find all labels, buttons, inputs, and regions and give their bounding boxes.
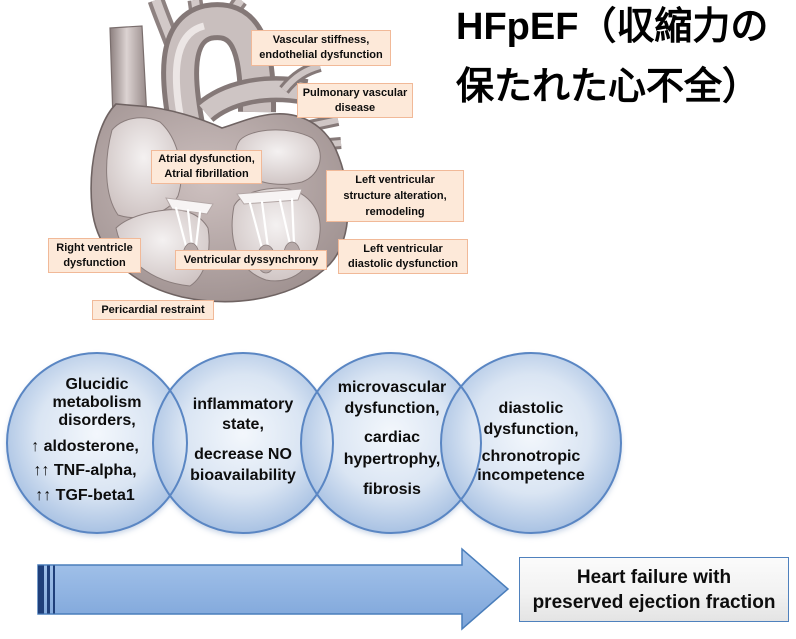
mechanism-circle-outlines xyxy=(6,352,622,534)
label-line: diastolic dysfunction xyxy=(347,257,458,270)
circle-3-text-line: cardiac xyxy=(363,429,421,446)
label-line: Right ventricle xyxy=(56,241,133,254)
circle-3-text-line: hypertrophy, xyxy=(343,451,441,468)
mechanism-circle-1-outline xyxy=(6,352,188,534)
label-line: dysfunction xyxy=(63,256,126,269)
mechanism-diagram xyxy=(6,352,622,631)
label-line: Ventricular dyssynchrony xyxy=(183,253,319,266)
progression-arrow xyxy=(37,547,510,631)
circle-1-text-line: ↑↑ TGF-beta1 xyxy=(35,487,135,504)
label-line: Left ventricular xyxy=(363,242,443,255)
mechanism-circle-1 xyxy=(7,353,187,533)
circle-4-text-line: dysfunction, xyxy=(483,421,579,438)
mechanism-circle-2 xyxy=(153,353,333,533)
circle-1-text-line: ↑↑ TNF-alpha, xyxy=(33,462,137,479)
label-ventricular-dyssynchrony: Ventricular dyssynchrony xyxy=(175,250,327,270)
circle-2-text-line: inflammatory xyxy=(192,396,294,413)
mechanism-circle-3 xyxy=(301,353,481,533)
label-vascular-stiffness: Vascular stiffness, endothelial dysfunct… xyxy=(251,30,391,66)
right-atrium xyxy=(106,117,182,218)
circle-2-text-line: bioavailability xyxy=(190,467,296,484)
label-line: Pulmonary vascular xyxy=(302,86,408,99)
title-line-1: HFpEF（収縮力の xyxy=(456,6,769,48)
circle-2-text-line: state, xyxy=(222,416,264,433)
circle-4-text-line: chronotropic xyxy=(481,448,581,465)
circle-1-text-line: metabolism xyxy=(52,394,142,411)
circle-1-text-line: ↑ aldosterone, xyxy=(31,438,139,455)
valve-chordae xyxy=(165,188,303,250)
outcome-line: Heart failure with xyxy=(576,566,732,588)
label-line: Pericardial restraint xyxy=(101,303,205,316)
circle-1-text-line: Glucidic xyxy=(65,376,129,393)
label-lv-diastolic-dysfunction: Left ventricular diastolic dysfunction xyxy=(338,239,468,274)
arrow-tail-stripes xyxy=(38,565,55,614)
circle-1-text-line: disorders, xyxy=(58,412,136,429)
label-line: remodeling xyxy=(365,206,425,218)
mechanism-circle-3-outline xyxy=(300,352,482,534)
label-line: Left ventricular xyxy=(355,174,435,186)
mechanism-circle-4-outline xyxy=(440,352,622,534)
title-line-2: 保たれた心不全） xyxy=(456,66,761,108)
outcome-box: Heart failure with preserved ejection fr… xyxy=(519,557,789,622)
circle-4-text-line: diastolic xyxy=(498,400,564,417)
label-lv-remodeling: Left ventricular structure alteration, r… xyxy=(326,170,464,222)
outcome-line: preserved ejection fraction xyxy=(532,591,776,613)
circle-3-text-line: fibrosis xyxy=(363,481,421,498)
label-line: Atrial dysfunction, xyxy=(158,153,255,165)
label-line: Vascular stiffness, xyxy=(272,34,370,46)
circle-4-text-line: incompetence xyxy=(477,467,585,484)
label-pulmonary-vascular-disease: Pulmonary vascular disease xyxy=(297,83,413,118)
circle-3-text-line: microvascular xyxy=(337,379,447,396)
label-pericardial-restraint: Pericardial restraint xyxy=(92,300,214,320)
circle-2-text-line: decrease NO xyxy=(194,446,292,463)
label-line: Atrial fibrillation xyxy=(164,168,249,180)
label-line: disease xyxy=(334,101,376,114)
circle-3-text-line: dysfunction, xyxy=(344,400,440,417)
label-line: endothelial dysfunction xyxy=(259,49,383,61)
label-line: structure alteration, xyxy=(343,190,447,202)
mechanism-circle-fills xyxy=(7,353,621,533)
mechanism-circle-4 xyxy=(441,353,621,533)
label-right-ventricle-dysfunction: Right ventricle dysfunction xyxy=(48,238,141,273)
mechanism-circle-2-outline xyxy=(152,352,334,534)
label-atrial-dysfunction: Atrial dysfunction, Atrial fibrillation xyxy=(151,150,262,184)
pulmonary-artery xyxy=(196,60,322,123)
